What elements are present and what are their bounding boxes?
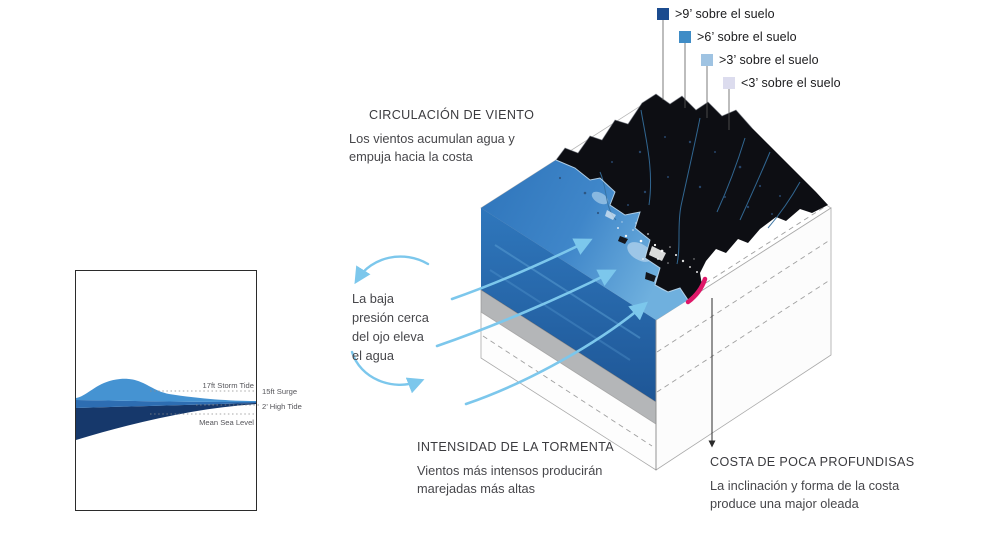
city-lights <box>605 210 704 279</box>
tide-inset: 17ft Storm Tide 15ft Surge 2’ High Tide … <box>75 270 302 511</box>
wind-body-line2: empuja hacia la costa <box>349 149 473 164</box>
wind-arrows <box>435 238 648 406</box>
sea-level-label: Mean Sea Level <box>199 418 254 427</box>
legend-swatch <box>657 8 669 20</box>
pressure-annotation: La baja presión cerca del ojo eleva el a… <box>352 289 429 365</box>
islets <box>618 236 656 282</box>
wind-arrow <box>464 301 648 406</box>
coast-title: COSTA DE POCA PROFUNDISAS <box>710 455 915 469</box>
legend-label: >6’ sobre el suelo <box>697 30 797 44</box>
legend-item: >9’ sobre el suelo <box>657 7 775 21</box>
legend-swatch <box>679 31 691 43</box>
pressure-line2: presión cerca <box>352 310 429 325</box>
pressure-line1: La baja <box>352 291 394 306</box>
coastline-highlight <box>685 276 708 305</box>
top-face-datum-line <box>697 205 827 289</box>
tide-level-lines <box>150 390 259 415</box>
wind-body-line1: Los vientos acumulan agua y <box>349 130 515 146</box>
circulation-arc-top <box>354 255 430 285</box>
legend-item: >3’ sobre el suelo <box>701 53 819 67</box>
legend-swatch <box>723 77 735 89</box>
wind-arrow <box>450 238 593 301</box>
wind-title: CIRCULACIÓN DE VIENTO <box>369 108 535 122</box>
intensity-body-line2: marejadas más altas <box>417 481 536 496</box>
high-tide-label: 2’ High Tide <box>262 402 302 411</box>
pressure-line4: el agua <box>352 348 394 363</box>
water-cross-section <box>481 208 656 402</box>
storm-tide-label: 17ft Storm Tide <box>203 381 255 390</box>
coast-body-line1: La inclinación y forma de la costa <box>710 477 900 493</box>
surge-label: 15ft Surge <box>262 387 297 396</box>
terrain-texture <box>558 136 781 215</box>
legend-label: >9’ sobre el suelo <box>675 7 775 21</box>
legend-label: >3’ sobre el suelo <box>719 53 819 67</box>
rivers <box>599 109 801 265</box>
coast-body-line2: produce una major oleada <box>710 496 859 511</box>
legend-callout-lines <box>662 20 730 130</box>
storm-surge-hump <box>76 378 256 402</box>
wind-arrow <box>435 269 617 348</box>
pressure-circulation-arrows <box>350 255 430 394</box>
high-tide-band <box>76 400 256 408</box>
left-face-datum-line <box>482 335 653 447</box>
intensity-annotation: INTENSIDAD DE LA TORMENTA Vientos más in… <box>417 438 614 499</box>
shoreline-edge <box>555 159 689 301</box>
ridge-highlight <box>555 93 753 161</box>
intensity-title: INTENSIDAD DE LA TORMENTA <box>417 440 614 454</box>
legend-swatch <box>701 54 713 66</box>
coast-annotation: COSTA DE POCA PROFUNDISAS La inclinación… <box>710 453 914 514</box>
wind-annotation: CIRCULACIÓN DE VIENTO Los vientos acumul… <box>349 106 534 167</box>
deep-water-layer <box>76 403 256 440</box>
legend-item: >6’ sobre el suelo <box>679 30 797 44</box>
terrain-block <box>480 93 832 471</box>
legend-label: <3’ sobre el suelo <box>741 76 841 90</box>
right-face-datum-lines <box>656 239 831 393</box>
circulation-arc-bottom <box>350 350 425 394</box>
legend-item: <3’ sobre el suelo <box>723 76 841 90</box>
terrain-map <box>556 94 828 300</box>
intensity-body-line1: Vientos más intensos producirán <box>417 462 603 478</box>
pressure-line3: del ojo eleva <box>352 329 424 344</box>
